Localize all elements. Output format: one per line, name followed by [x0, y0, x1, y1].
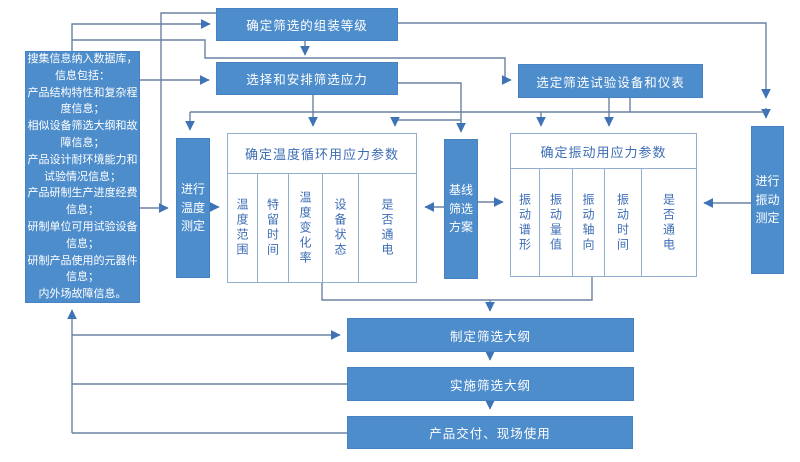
vib-col-spectrum: 振动谱形 [511, 169, 540, 276]
node-product-delivery-field-use: 产品交付、现场使用 [347, 416, 633, 449]
node-select-equipment: 选定筛选试验设备和仪表 [518, 64, 703, 98]
temp-col-range: 温度范围 [228, 174, 258, 282]
temperature-columns: 温度范围 特留时间 温度变化率 设备状态 是否通电 [228, 174, 416, 282]
group-temperature-parameters: 确定温度循环用应力参数 温度范围 特留时间 温度变化率 设备状态 是否通电 [227, 133, 417, 283]
node-assembly-level: 确定筛选的组装等级 [216, 8, 398, 41]
node-select-stress: 选择和安排筛选应力 [216, 62, 398, 95]
vibration-columns: 振动谱形 振动量值 振动轴向 振动时间 是否通电 [511, 169, 696, 276]
node-temperature-measurement: 进行 温度 测定 [176, 138, 210, 278]
temp-col-powered: 是否通电 [380, 198, 394, 258]
temp-col-equipment-state: 设备状态 [323, 174, 359, 282]
group-vibration-title: 确定振动用应力参数 [511, 134, 696, 169]
node-develop-screening-outline: 制定筛选大纲 [347, 318, 634, 352]
node-vibration-measurement: 进行 振动 测定 [751, 126, 784, 274]
node-implement-screening-outline: 实施筛选大纲 [347, 367, 634, 401]
vib-col-axis: 振动轴向 [573, 169, 605, 276]
temp-col-dwell-time: 特留时间 [258, 174, 289, 282]
group-vibration-parameters: 确定振动用应力参数 振动谱形 振动量值 振动轴向 振动时间 是否通电 [510, 133, 697, 277]
node-info-database: 搜集信息纳入数据库， 信息包括： 产品结构特性和复杂程 度信息； 相似设备筛选大… [25, 51, 140, 303]
temp-col-change-rate: 温度变化率 [289, 174, 323, 282]
vib-col-powered: 是否通电 [661, 192, 676, 253]
node-baseline-screening-plan: 基线 筛选 方案 [444, 139, 478, 279]
group-temperature-title: 确定温度循环用应力参数 [228, 134, 416, 174]
vib-col-time: 振动时间 [605, 169, 642, 276]
vib-col-magnitude: 振动量值 [540, 169, 573, 276]
